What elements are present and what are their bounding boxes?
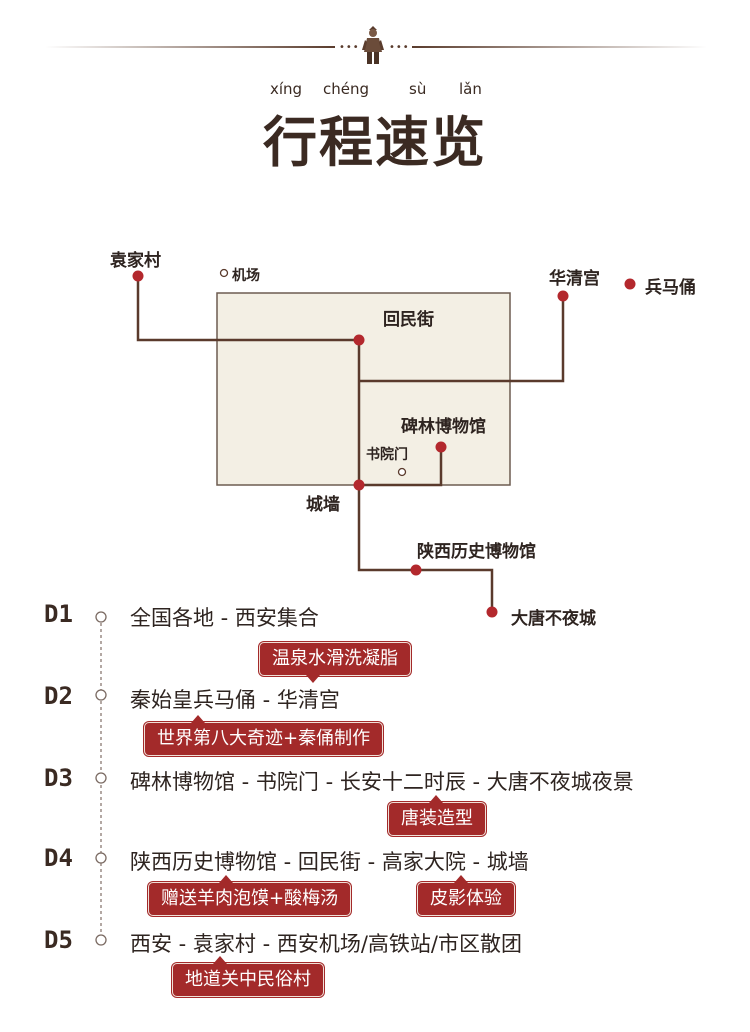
tag-d2-hotspring: 温泉水滑洗凝脂 — [259, 642, 411, 683]
day-label-d5: D5 — [44, 926, 73, 954]
stop-datang — [486, 606, 498, 618]
tag-d5-folk-village: 地道关中民俗村 — [172, 956, 324, 997]
label-chengqiang: 城墙 — [306, 495, 340, 515]
header-ornament-right: ••• — [389, 42, 410, 53]
day-label-d3: D3 — [44, 764, 73, 792]
route-stops — [132, 270, 636, 618]
city-wall-area — [216, 292, 511, 486]
label-huiminjie: 回民街 — [383, 310, 434, 330]
timeline-dot-d1 — [95, 611, 107, 623]
label-yuanjiacun: 袁家村 — [110, 251, 161, 271]
pinyin-1: xíng — [270, 80, 303, 98]
label-datang: 大唐不夜城 — [511, 609, 596, 629]
timeline-dot-d5 — [95, 934, 107, 946]
pinyin-3: sù — [409, 80, 427, 98]
stop-yuanjiacun — [132, 270, 144, 282]
pinyin-4: lǎn — [459, 80, 482, 98]
page-title: 行程速览 — [263, 110, 487, 174]
label-airport: 机场 — [232, 268, 260, 284]
route-map — [132, 268, 636, 618]
stop-airport — [219, 268, 229, 278]
stop-shaanxi-museum — [410, 564, 422, 576]
stop-huaqinggong — [557, 290, 569, 302]
timeline — [95, 611, 107, 946]
tag-d4-shadow-play: 皮影体验 — [417, 875, 515, 916]
terracotta-warrior-icon — [362, 26, 384, 64]
stop-shuyuanmen — [397, 467, 407, 477]
label-huaqinggong: 华清宫 — [549, 269, 600, 289]
timeline-dot-d2 — [95, 689, 107, 701]
day-label-d4: D4 — [44, 844, 73, 872]
day-route-d3: 碑林博物馆 - 书院门 - 长安十二时辰 - 大唐不夜城夜景 — [130, 770, 634, 794]
tag-d4-food: 赠送羊肉泡馍+酸梅汤 — [148, 875, 352, 916]
timeline-dot-d4 — [95, 852, 107, 864]
route-lines — [136, 276, 565, 612]
pinyin-2: chéng — [323, 80, 370, 98]
stop-huiminjie — [353, 334, 365, 346]
day-label-d2: D2 — [44, 682, 73, 710]
label-shuyuanmen: 书院门 — [366, 447, 408, 463]
label-beilin: 碑林博物馆 — [401, 417, 486, 437]
day-route-d5: 西安 - 袁家村 - 西安机场/高铁站/市区散团 — [130, 932, 523, 956]
header-ornament-left: ••• — [339, 42, 360, 53]
stop-bingmayong — [624, 278, 636, 290]
timeline-dot-d3 — [95, 772, 107, 784]
day-label-d1: D1 — [44, 600, 73, 628]
tag-d3-costume: 唐装造型 — [388, 795, 486, 836]
header-divider-left — [45, 46, 335, 48]
day-route-d1: 全国各地 - 西安集合 — [130, 606, 319, 630]
stop-chengqiang — [353, 479, 365, 491]
label-bingmayong: 兵马俑 — [645, 278, 696, 298]
day-route-d2: 秦始皇兵马俑 - 华清宫 — [130, 688, 340, 712]
header-divider-right — [412, 46, 707, 48]
day-route-d4: 陕西历史博物馆 - 回民街 - 高家大院 - 城墙 — [130, 850, 529, 874]
tag-d2-wonder: 世界第八大奇迹+秦俑制作 — [144, 715, 384, 756]
label-shaanxi-museum: 陕西历史博物馆 — [417, 542, 536, 562]
stop-beilin — [435, 441, 447, 453]
